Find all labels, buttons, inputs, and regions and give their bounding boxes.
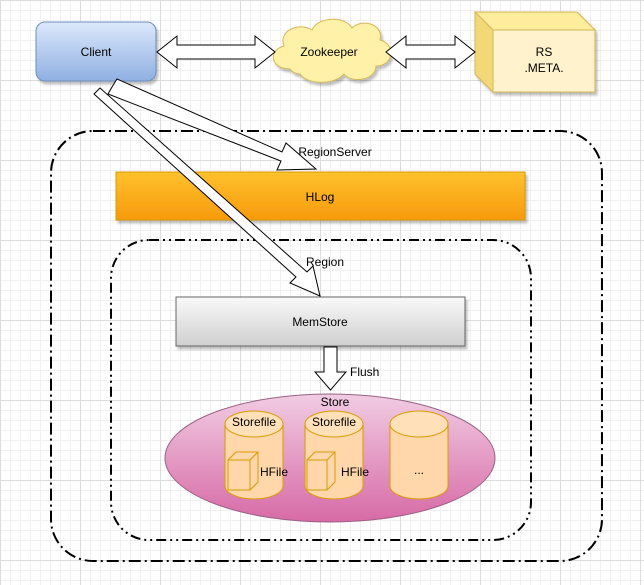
hlog-label: HLog [306, 190, 335, 204]
client-memstore-arrow [93, 87, 321, 297]
rs-meta-cube [473, 10, 597, 94]
zookeeper-rsmeta-arrow [385, 34, 476, 70]
hfile-cube-icon [227, 451, 259, 491]
memstore-label: MemStore [292, 315, 348, 329]
storefile-1-label: Storefile [232, 415, 276, 429]
hlog-box [115, 171, 526, 221]
storefile-2-label: Storefile [312, 415, 356, 429]
client-zookeeper-arrow [156, 34, 276, 70]
ellipsis-label: ... [414, 463, 424, 477]
flush-arrow [313, 346, 348, 391]
client-box [35, 21, 157, 82]
region-label: Region [306, 255, 344, 269]
client-hlog-arrow [107, 78, 318, 171]
store-label: Store [321, 395, 350, 409]
client-label: Client [81, 45, 112, 59]
region-server-container [50, 130, 603, 562]
flush-label: Flush [350, 365, 379, 379]
zookeeper-cloud [273, 18, 392, 83]
hfile-2-label: HFile [341, 465, 369, 479]
storefile-cylinder-3 [389, 410, 449, 500]
rs-meta-label-line2: .META. [524, 61, 563, 75]
region-server-label: RegionServer [298, 145, 371, 159]
hfile-cube-icon [306, 451, 336, 491]
region-container [110, 239, 532, 541]
hfile-1-label: HFile [260, 465, 288, 479]
zookeeper-label: Zookeeper [300, 45, 357, 59]
memstore-box [175, 296, 466, 347]
rs-meta-label-line1: RS [536, 45, 553, 59]
